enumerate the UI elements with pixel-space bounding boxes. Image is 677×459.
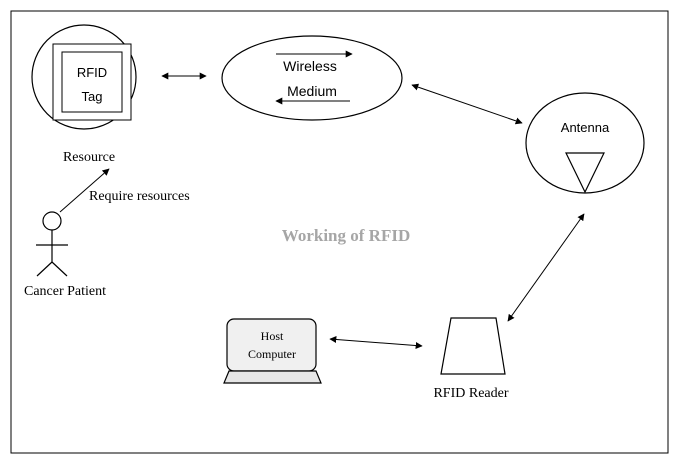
diagram-title: Working of RFID bbox=[282, 226, 410, 245]
rfid-tag-label-line1: RFID bbox=[77, 65, 107, 80]
require-resources-arrow bbox=[59, 168, 110, 213]
host-computer-label-line2: Computer bbox=[248, 347, 296, 361]
rfid-tag-label-line2: Tag bbox=[82, 89, 103, 104]
resource-label: Resource bbox=[63, 150, 115, 165]
host-computer-icon: Host Computer bbox=[223, 318, 322, 384]
cancer-patient-figure bbox=[36, 211, 68, 277]
host-computer-label-line1: Host bbox=[261, 329, 284, 343]
rfid-tag-inner-box bbox=[61, 51, 123, 113]
host-computer-screen bbox=[226, 318, 317, 372]
rfid-reader-label: RFID Reader bbox=[433, 386, 508, 401]
computer-reader-arrow bbox=[329, 335, 423, 350]
wireless-medium-ellipse bbox=[221, 35, 403, 121]
resource-node: RFID Tag bbox=[31, 24, 137, 130]
wireless-medium-label-line2: Medium bbox=[287, 83, 337, 99]
wireless-medium-node: Wireless Medium bbox=[221, 35, 403, 121]
wireless-medium-label-line1: Wireless bbox=[283, 58, 337, 74]
patient-right-leg bbox=[51, 261, 68, 277]
antenna-triangle-icon bbox=[565, 152, 605, 194]
cancer-patient-label: Cancer Patient bbox=[24, 284, 106, 299]
host-computer-base bbox=[223, 370, 322, 384]
antenna-reader-arrow bbox=[507, 213, 585, 322]
diagram-frame bbox=[10, 10, 669, 454]
wireless-antenna-arrow bbox=[411, 83, 523, 125]
patient-left-leg bbox=[36, 261, 53, 277]
patient-head bbox=[42, 211, 62, 231]
require-resources-label: Require resources bbox=[89, 189, 190, 204]
antenna-node: Antenna bbox=[525, 92, 645, 194]
antenna-label: Antenna bbox=[561, 120, 610, 135]
rfid-reader-icon bbox=[440, 317, 506, 375]
